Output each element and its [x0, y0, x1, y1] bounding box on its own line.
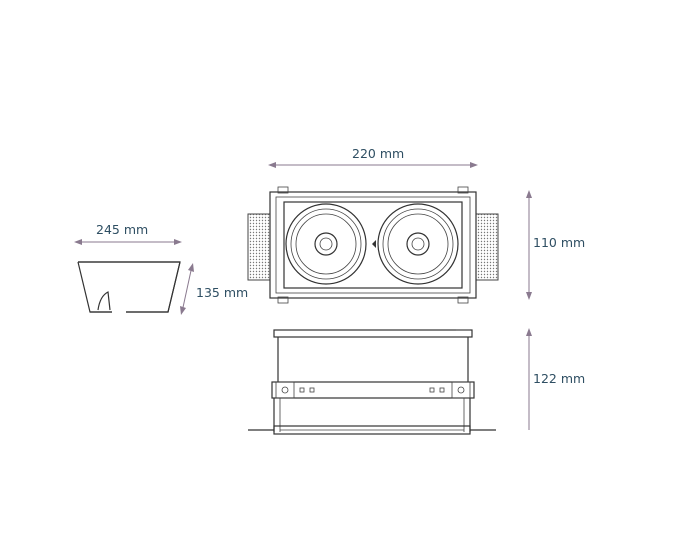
front-view [247, 186, 499, 304]
box-height-dimension: 122 mm [526, 328, 585, 430]
trim-depth-label: 135 mm [196, 285, 248, 300]
box-height-label: 122 mm [533, 371, 585, 386]
left-lamp [285, 203, 367, 285]
frame-height-label: 110 mm [533, 235, 585, 250]
frame-width-label: 220 mm [352, 146, 404, 161]
trim-depth-dimension: 135 mm [180, 263, 248, 315]
trim-width-label: 245 mm [96, 222, 148, 237]
frame-height-dimension: 110 mm [526, 190, 585, 300]
frame-width-dimension: 220 mm [268, 146, 478, 168]
trim-width-dimension: 245 mm [74, 222, 182, 245]
side-view [77, 261, 181, 313]
elevation-view [248, 329, 496, 435]
right-lamp [377, 203, 459, 285]
